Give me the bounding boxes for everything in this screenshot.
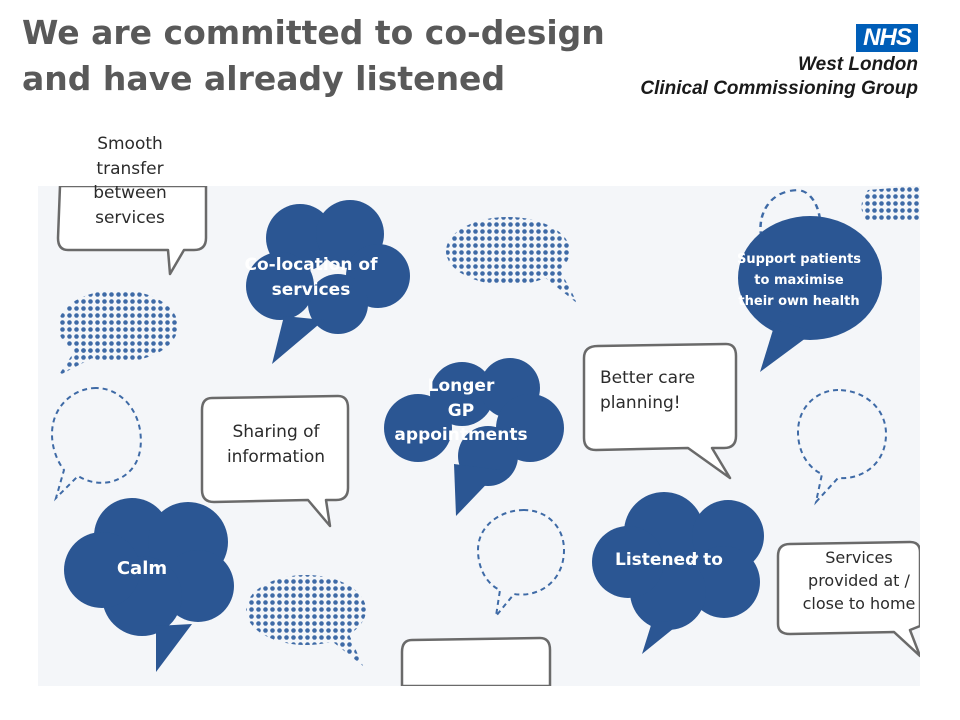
outline-bubble-better-care [582,342,738,480]
cloud-bubble-listened [592,492,764,654]
bubble-label-listened: Listened to [615,550,723,570]
dotted-bubble-2 [446,217,578,304]
speech-bubble-collage [38,186,920,686]
bubble-label-services-home: Services provided at / close to home [802,548,916,614]
org-name-line-2: Clinical Commissioning Group [640,78,918,99]
outline-bubble-smooth-transfer [56,186,208,276]
bubble-label-calm: Calm [116,558,168,579]
title-line-1: We are committed to co-design [22,13,605,52]
nhs-badge: NHS [856,24,918,52]
dashed-bubble-3 [796,388,888,506]
dashed-bubble-4 [476,508,566,620]
bubble-label-support-patients: Support patients to maximise their own h… [736,252,862,309]
org-name-line-1: West London [798,54,918,75]
outline-bubble-sharing [200,394,350,528]
title-line-2: and have already listened [22,59,506,98]
dashed-bubble-2 [50,386,142,502]
outline-bubble-bottom [400,636,552,686]
bubble-label-smooth-transfer: Smooth transfer between services [93,134,167,228]
dotted-bubble-3 [246,575,366,666]
bubble-label-sharing: Sharing of information [226,422,326,467]
cloud-bubble-support-patients [738,216,882,372]
bubble-label-better-care: Better care planning! [600,368,696,413]
bubble-label-longer-gp: Longer GP appointments [394,376,528,446]
cloud-bubble-co-location [246,200,410,364]
cloud-bubble-calm [64,498,234,672]
nhs-logo: NHS West London Clinical Commissioning G… [630,22,930,102]
cloud-bubble-longer-gp [384,358,564,516]
dotted-bubble-1 [58,290,178,376]
dotted-bubble-4 [861,186,920,220]
bubble-label-co-location: Co-location of services [244,255,378,300]
outline-bubble-services-home [776,540,920,658]
slide-title: We are committed to co-design and have a… [22,10,605,102]
collage-graphic [38,186,920,686]
